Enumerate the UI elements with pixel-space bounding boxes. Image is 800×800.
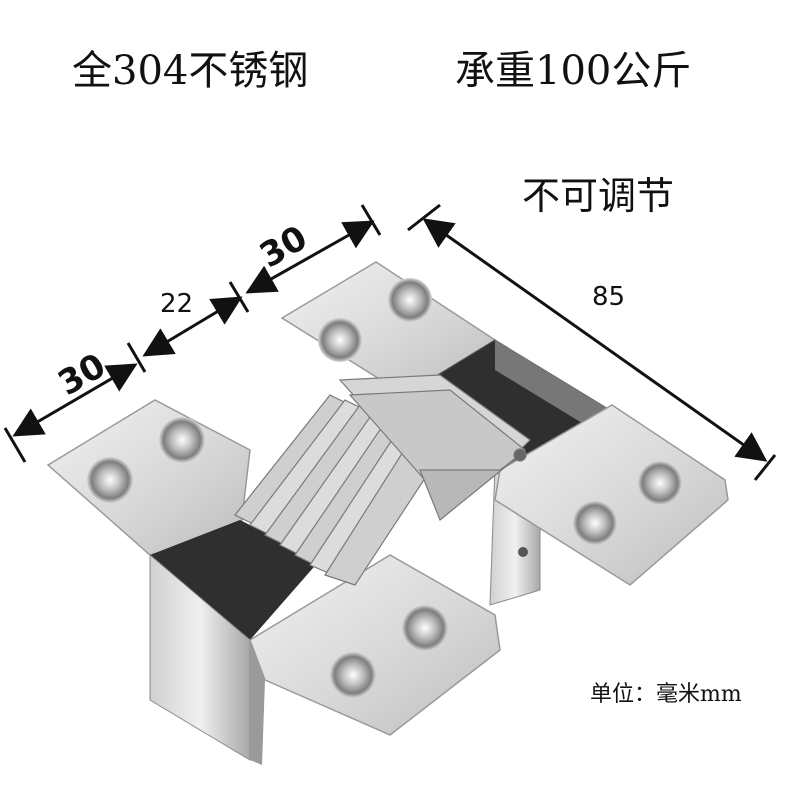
screw-hole-icon	[330, 652, 376, 698]
screw-hole-icon	[318, 318, 362, 362]
dimension-right-plate: 30	[253, 218, 314, 276]
screw-hole-icon	[402, 605, 448, 651]
screw-hole-icon	[573, 501, 617, 545]
screw-hole-icon	[159, 417, 205, 463]
screw-hole-icon	[87, 457, 133, 503]
hinge-left-body	[46, 399, 501, 765]
dimension-lines	[3, 203, 777, 481]
dimension-length: 85	[592, 282, 625, 312]
dimension-middle-gap: 22	[160, 289, 193, 319]
unit-note: 单位：毫米mm	[590, 682, 742, 707]
material-heading: 全304不锈钢	[72, 48, 309, 94]
screw-hole-icon	[388, 278, 432, 322]
dimension-left-plate: 30	[52, 346, 113, 404]
adjustability-heading: 不可调节	[522, 174, 675, 218]
screw-hole-icon	[638, 461, 682, 505]
load-capacity-heading: 承重100公斤	[455, 48, 692, 94]
